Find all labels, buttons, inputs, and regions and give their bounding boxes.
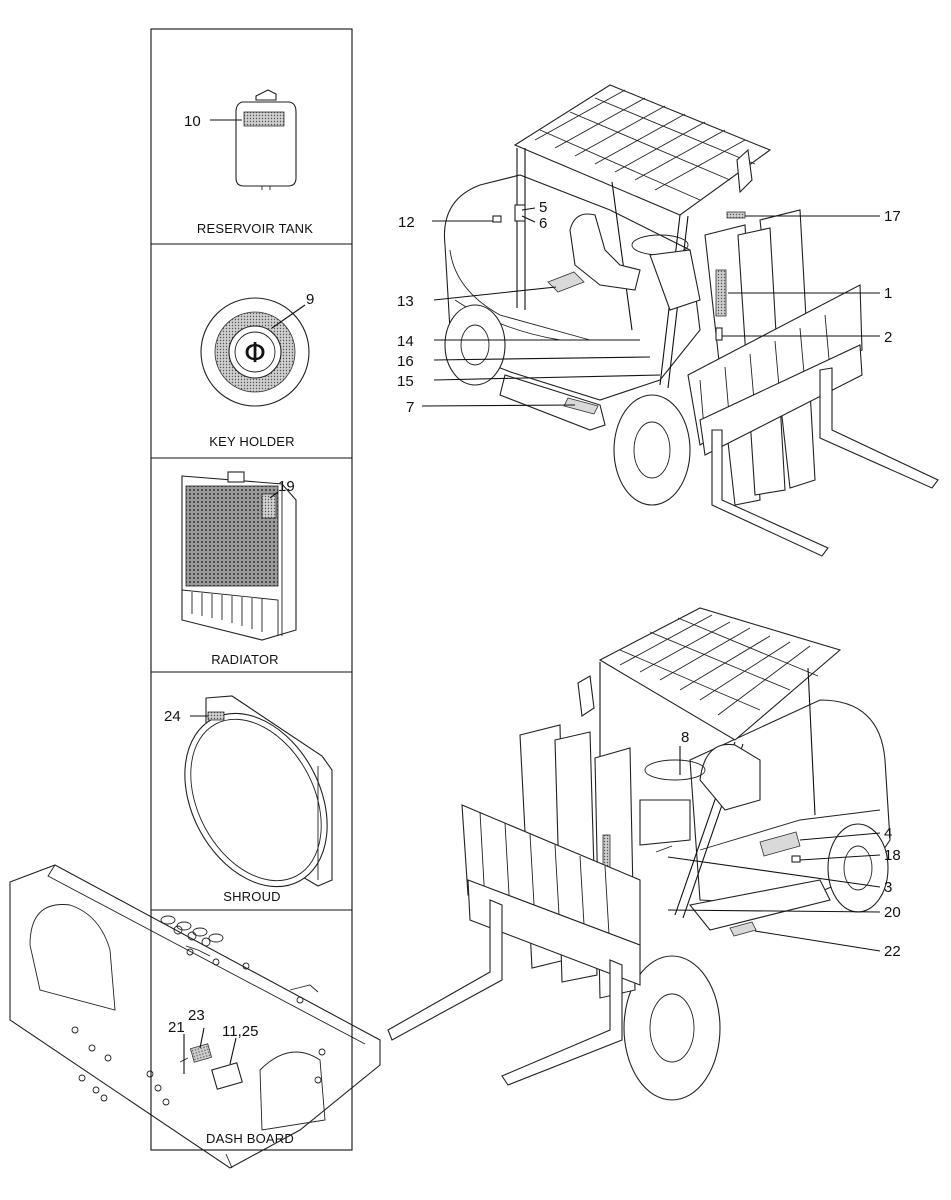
key-symbol: Φ: [244, 336, 266, 369]
callout-5: 5: [539, 199, 547, 216]
radiator: 19 RADIATOR: [181, 471, 297, 667]
callout-23: 23: [188, 1007, 205, 1024]
callout-13: 13: [397, 293, 414, 310]
panel-stack: [150, 28, 353, 1151]
callout-19: 19: [278, 478, 295, 495]
forklift-rear-view: 12 5 6 13 14 16 15 7 17 1 2: [397, 84, 939, 557]
callout-21: 21: [168, 1019, 185, 1036]
callout-12: 12: [398, 214, 415, 231]
callout-7: 7: [406, 399, 414, 416]
callout-22: 22: [884, 943, 901, 960]
callout-3: 3: [884, 879, 892, 896]
callout-15: 15: [397, 373, 414, 390]
callout-11-25: 11,25: [222, 1023, 258, 1040]
callout-24: 24: [164, 708, 181, 725]
callout-10: 10: [184, 113, 201, 130]
shroud: 24 SHROUD: [164, 695, 333, 904]
reservoir-decal: [243, 111, 285, 127]
callout-6: 6: [539, 215, 547, 232]
dash-board-inset: 21 23 11,25 DASH BOARD: [160, 915, 294, 1146]
reservoir-tank: 10 RESERVOIR TANK: [184, 89, 313, 236]
callout-4: 4: [884, 825, 892, 842]
callout-1: 1: [884, 285, 892, 302]
callout-14: 14: [397, 333, 414, 350]
callout-8: 8: [681, 729, 689, 746]
dash-board-drawing: [9, 864, 381, 1169]
caption-dash-board: DASH BOARD: [206, 1131, 294, 1146]
caption-key-holder: KEY HOLDER: [209, 434, 295, 449]
caption-shroud: SHROUD: [223, 889, 281, 904]
callout-2: 2: [884, 329, 892, 346]
callout-9: 9: [306, 291, 314, 308]
forklift-front-view: 8 4 18 3 20 22: [387, 607, 901, 1101]
callout-17: 17: [884, 208, 901, 225]
callout-18: 18: [884, 847, 901, 864]
callout-16: 16: [397, 353, 414, 370]
callout-20: 20: [884, 904, 901, 921]
caption-radiator: RADIATOR: [211, 652, 279, 667]
caption-reservoir-tank: RESERVOIR TANK: [197, 221, 313, 236]
key-holder: Φ 9 KEY HOLDER: [200, 291, 314, 449]
